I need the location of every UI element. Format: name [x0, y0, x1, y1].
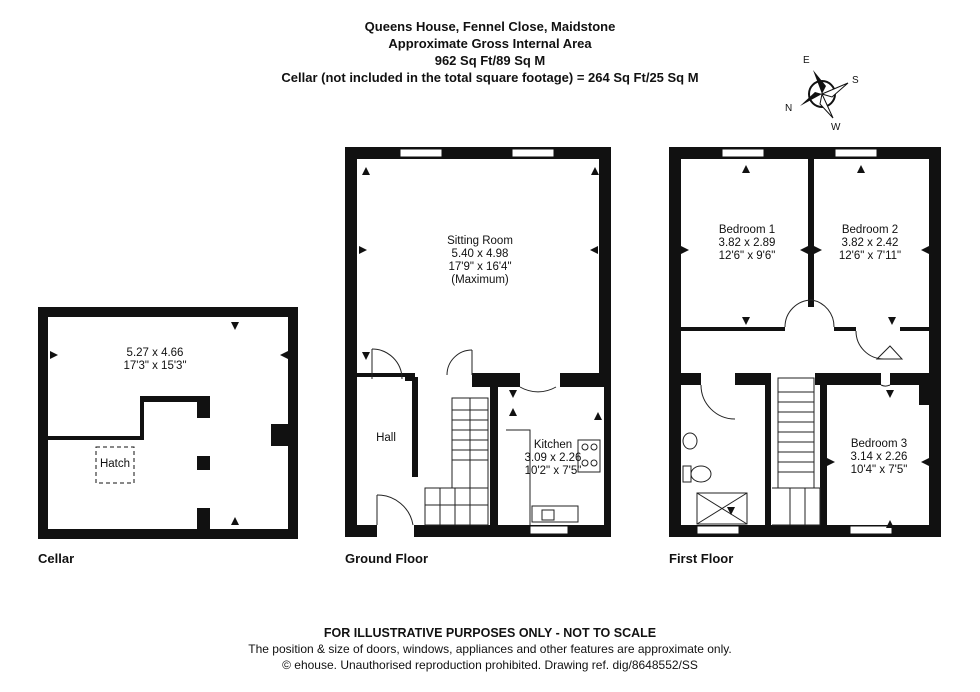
sitting-room-metric: 5.40 x 4.98 — [451, 248, 509, 260]
hall-label: Hall — [376, 432, 396, 444]
bedroom1-imperial: 12'6" x 9'6" — [718, 250, 776, 262]
bedroom3-label: Bedroom 3 3.14 x 2.26 10'4" x 7'5" — [833, 438, 925, 477]
bedroom3-name: Bedroom 3 — [850, 438, 908, 450]
illustrative-disclaimer: FOR ILLUSTRATIVE PURPOSES ONLY - NOT TO … — [323, 626, 657, 640]
compass-north-label: N — [785, 103, 793, 114]
copyright-notice: © ehouse. Unauthorised reproduction proh… — [282, 658, 698, 672]
compass-icon — [800, 70, 849, 119]
plan-header: Queens House, Fennel Close, Maidstone Ap… — [0, 18, 980, 86]
bedroom2-name: Bedroom 2 — [841, 224, 899, 236]
area-subtitle: Approximate Gross Internal Area — [388, 36, 592, 51]
sitting-room-name: Sitting Room — [447, 235, 513, 247]
property-title: Queens House, Fennel Close, Maidstone — [364, 19, 616, 34]
cellar-floor-label: Cellar — [38, 551, 75, 566]
compass-south-label: S — [852, 75, 859, 86]
bedroom2-label: Bedroom 2 3.82 x 2.42 12'6" x 7'11" — [820, 224, 920, 263]
approximate-disclaimer: The position & size of doors, windows, a… — [248, 642, 732, 656]
sitting-room-note: (Maximum) — [451, 274, 509, 286]
ground-floor-label: Ground Floor — [345, 551, 429, 566]
cellar-note: Cellar (not included in the total square… — [281, 70, 699, 85]
compass-east-label: E — [803, 55, 810, 66]
first-floor-label: First Floor — [669, 551, 734, 566]
bedroom3-imperial: 10'4" x 7'5" — [850, 464, 908, 476]
kitchen-metric: 3.09 x 2.26 — [524, 452, 582, 464]
ground-floor-plan — [345, 147, 611, 537]
kitchen-label: Kitchen 3.09 x 2.26 10'2" x 7'5" — [521, 439, 585, 478]
cellar-plan — [38, 307, 298, 539]
sitting-room-label: Sitting Room 5.40 x 4.98 17'9" x 16'4" (… — [420, 235, 540, 287]
first-floor-plan — [669, 147, 941, 537]
bedroom2-metric: 3.82 x 2.42 — [841, 237, 899, 249]
cellar-dims-metric: 5.27 x 4.66 — [126, 347, 184, 359]
hatch-label: Hatch — [99, 458, 131, 470]
bedroom1-metric: 3.82 x 2.89 — [718, 237, 776, 249]
bedroom3-metric: 3.14 x 2.26 — [850, 451, 908, 463]
area-total: 962 Sq Ft/89 Sq M — [434, 53, 546, 68]
kitchen-imperial: 10'2" x 7'5" — [524, 465, 582, 477]
kitchen-name: Kitchen — [533, 439, 573, 451]
bedroom2-imperial: 12'6" x 7'11" — [838, 250, 902, 262]
cellar-room-label: 5.27 x 4.66 17'3" x 15'3" — [100, 347, 210, 373]
sitting-room-imperial: 17'9" x 16'4" — [448, 261, 512, 273]
cellar-dims-imperial: 17'3" x 15'3" — [123, 360, 187, 372]
bedroom1-name: Bedroom 1 — [718, 224, 776, 236]
plan-footer: FOR ILLUSTRATIVE PURPOSES ONLY - NOT TO … — [0, 625, 980, 673]
bedroom1-label: Bedroom 1 3.82 x 2.89 12'6" x 9'6" — [697, 224, 797, 263]
compass-west-label: W — [831, 122, 841, 133]
